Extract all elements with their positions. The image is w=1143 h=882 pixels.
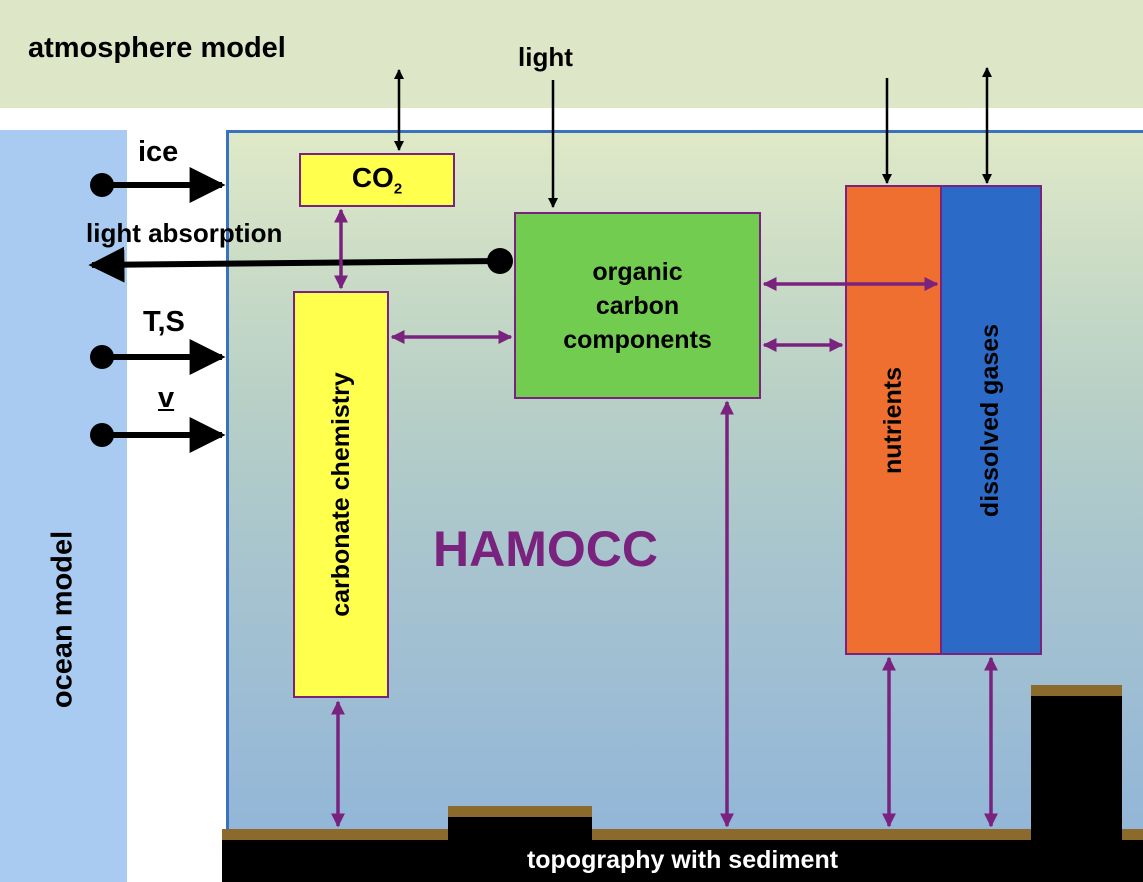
topography [222, 685, 1143, 882]
velocity-arrow [90, 417, 226, 453]
hamocc-title: HAMOCC [433, 521, 658, 577]
dissolved-gases-box: dissolved gases [940, 185, 1042, 655]
velocity-label: v [158, 382, 175, 414]
co2-box: CO2 [299, 153, 455, 207]
ts-arrow [90, 339, 226, 375]
carbonate-chemistry-box: carbonate chemistry [293, 291, 389, 698]
atmosphere-model-label: atmosphere model [28, 32, 286, 64]
organic-label-line2: carbon [595, 291, 680, 320]
organic-carbon-box: organic carbon components [514, 212, 761, 399]
organic-label-line3: components [563, 325, 712, 354]
light-absorption-arrow [88, 246, 513, 283]
light-label: light [518, 42, 573, 72]
co2-label: CO2 [351, 162, 403, 198]
topography-label: topography with sediment [526, 846, 839, 874]
organic-label-line1: organic [592, 257, 683, 286]
ice-arrow [90, 167, 226, 203]
light-absorption-label: light absorption [86, 218, 283, 248]
ts-label: T,S [143, 306, 185, 338]
ice-label: ice [138, 136, 179, 168]
atmosphere-model-region [0, 0, 1143, 108]
nutrients-box: nutrients [845, 185, 942, 655]
